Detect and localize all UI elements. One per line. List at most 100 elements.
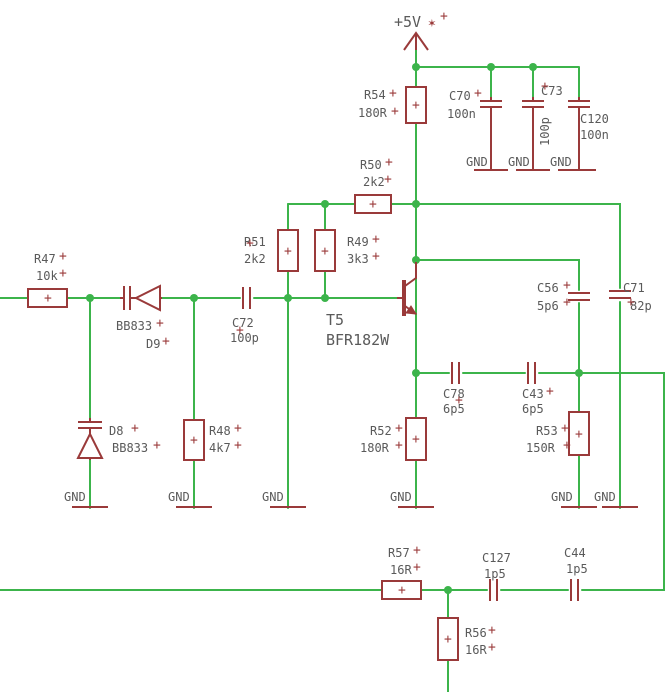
d8-name: D8 (109, 424, 123, 438)
t5-value: BFR182W (326, 331, 390, 349)
capacitor-plates (568, 97, 590, 160)
r54-name: R54 (364, 88, 386, 102)
resistor-body (314, 229, 336, 272)
resistor-body (405, 417, 427, 461)
junction-dot (321, 200, 329, 208)
capacitor-c43: C43 6p5 (522, 362, 544, 416)
c44-name: C44 (564, 546, 586, 560)
resistor-r50: + R50 2k2 (354, 158, 392, 214)
c71-value: 82p (630, 299, 652, 313)
capacitor-c120: C120 100n (568, 97, 609, 160)
gnd-c71: GND (594, 490, 638, 508)
origin-mark: + (455, 393, 463, 408)
pin-plus: + (398, 583, 406, 598)
capacitor-plates (568, 292, 590, 301)
resistor-r54: + R54 180R (358, 86, 427, 124)
origin-mark: + (561, 421, 569, 436)
gnd-label: GND (168, 490, 190, 504)
gnd-label: GND (64, 490, 86, 504)
resistor-body (183, 419, 205, 461)
pin-plus: + (444, 632, 452, 647)
c70-value: 100n (447, 107, 476, 121)
ground-icon (558, 160, 596, 171)
r56-name: R56 (465, 626, 487, 640)
gnd-label: GND (594, 490, 616, 504)
origin-mark: + (234, 438, 242, 453)
r52-value: 180R (360, 441, 390, 455)
capacitor-plates (480, 97, 502, 160)
junction-dot (284, 294, 292, 302)
origin-mark: + (474, 86, 482, 101)
r53-value: 150R (526, 441, 556, 455)
origin-mark: + (395, 421, 403, 436)
gnd-label: GND (466, 155, 488, 169)
r57-value: 16R (390, 563, 412, 577)
r48-value: 4k7 (209, 441, 231, 455)
capacitor-plates (489, 579, 498, 601)
resistor-body (437, 617, 459, 661)
origin-mark: + (246, 236, 254, 251)
pin-plus: + (412, 432, 420, 447)
origin-mark: + (236, 323, 244, 338)
capacitor-plates (451, 362, 460, 384)
r50-value: 2k2 (363, 175, 385, 189)
c72-name: C72 (232, 316, 254, 330)
pin-plus: + (44, 291, 52, 306)
capacitor-plates (527, 362, 536, 384)
ground-icon (474, 160, 508, 171)
c73-name: C73 (541, 84, 563, 98)
c71-name: C71 (623, 281, 645, 295)
wires (0, 49, 665, 692)
origin-mark: + (563, 295, 571, 310)
diode-d9: BB833 D9 (116, 284, 162, 351)
resistor-body (381, 580, 422, 600)
gnd-label: GND (390, 490, 412, 504)
resistor-body (568, 411, 590, 456)
pin-plus: + (412, 98, 420, 113)
junction-dot (86, 294, 94, 302)
varactor-diode-icon (76, 418, 104, 460)
shunt-wire (89, 297, 195, 509)
junction-dot (412, 256, 420, 264)
capacitor-plates (609, 290, 631, 299)
gnd-label: GND (551, 490, 573, 504)
r50-c71-wire (287, 203, 621, 509)
origin-mark: + (546, 384, 554, 399)
r51-value: 2k2 (244, 252, 266, 266)
resistor-body (27, 288, 68, 308)
origin-mark: + (59, 266, 67, 281)
r47-name: R47 (34, 252, 56, 266)
origin-mark: + (389, 86, 397, 101)
d9-name: D9 (146, 337, 160, 351)
origin-mark: + (413, 560, 421, 575)
junctions (86, 63, 583, 594)
gnd-label: GND (550, 155, 572, 169)
junction-dot (575, 369, 583, 377)
origin-mark: + (131, 421, 139, 436)
resistor-body (354, 194, 392, 214)
junction-dot (529, 63, 537, 71)
origin-mark: + (488, 623, 496, 638)
c120-name: C120 (580, 112, 609, 126)
origin-mark: + (156, 316, 164, 331)
origin-marks: + + + + + + + + + + + + + + + + + + + + … (59, 79, 635, 655)
origin-mark: + (413, 543, 421, 558)
c127-value: 1p5 (484, 567, 506, 581)
supply-arrow-icon (403, 31, 429, 51)
capacitor-c70: C70 100n (447, 89, 502, 160)
transistor-t5: T5 BFR182W (326, 262, 417, 349)
origin-mark: + (395, 438, 403, 453)
r48-name: R48 (209, 424, 231, 438)
gnd-r51: GND (262, 490, 306, 508)
supply-marker: ✶ (428, 16, 436, 31)
origin-mark: + (488, 640, 496, 655)
r54-value: 180R (358, 106, 388, 120)
r51-name: R51 (244, 235, 266, 249)
c43-name: C43 (522, 387, 544, 401)
c73-value: 100p (538, 117, 552, 146)
capacitor-c78: C78 6p5 (443, 362, 465, 416)
d9-value: BB833 (116, 319, 152, 333)
r47-value: 10k (36, 269, 58, 283)
pin-plus: + (321, 244, 329, 259)
junction-dot (321, 294, 329, 302)
